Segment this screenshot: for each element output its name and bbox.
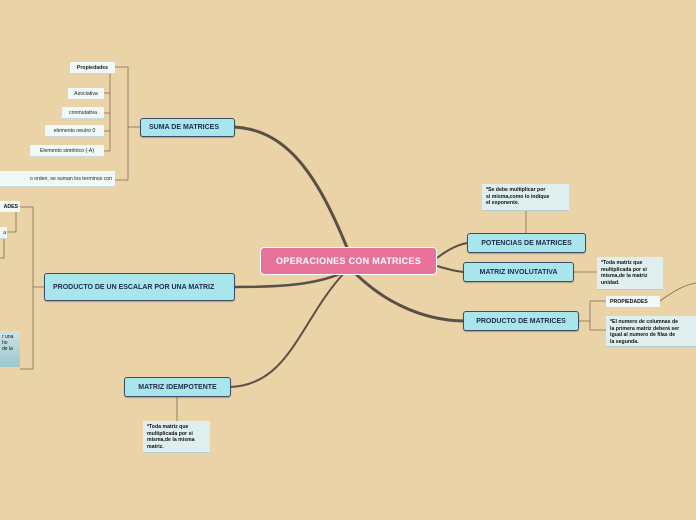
potencias-note-line-1: *Se debe multiplicar por [486,187,546,193]
escalar-note-clipped[interactable]: r una ho de la [0,331,20,367]
escalar-leaf-clipped[interactable]: a [0,227,7,238]
central-topic[interactable]: OPERACIONES CON MATRICES [260,247,437,275]
suma-de-matrices-node[interactable]: SUMA DE MATRICES [140,118,235,137]
potencias-de-matrices-node[interactable]: POTENCIAS DE MATRICES [467,233,586,253]
link-props-items [103,72,111,152]
producto-note[interactable]: *El numero de columnas de la primera mat… [606,316,696,346]
conmutativa-node[interactable]: conmutativa [62,107,104,118]
involutiva-note-line-2: multiplicada por si [601,266,647,273]
potencias-note-line-3: el exponente. [486,200,520,206]
idempotente-note-line-1: *Toda matriz que [147,424,189,430]
matriz-involutiva-node[interactable]: MATRIZ INVOLUTATIVA [463,262,574,282]
involutiva-note-line-1: *Toda matriz que [601,260,643,266]
link-central-idempotente [229,271,346,388]
involutiva-note-line-4: unidad. [601,279,620,286]
escalar-propiedades-clipped[interactable]: ADES [0,201,20,212]
producto-note-line-3: igual al numero de filas de [610,332,676,338]
link-central-suma [233,125,352,256]
producto-escalar-node[interactable]: PRODUCTO DE UN ESCALAR POR UNA MATRIZ [44,273,235,301]
idempotente-note[interactable]: *Toda matriz que multiplicada por si mis… [143,421,210,452]
link-escalar-left [20,206,44,370]
escalar-clip-line-3: de la [2,346,13,352]
involutiva-note[interactable]: *Toda matriz que multiplicada por si mis… [597,257,663,289]
elemento-neutro-node[interactable]: elemento neutro 0 [45,125,104,136]
link-suma-props [114,66,140,128]
elemento-simetrico-node[interactable]: Elemento simétrico (-A) [30,145,104,156]
idempotente-note-line-2: multiplicada por si [147,430,193,437]
link-propiedades-out [659,282,696,302]
matriz-idempotente-node[interactable]: MATRIZ IDEMPOTENTE [124,377,231,397]
involutiva-note-line-3: misma,de la matriz [601,273,648,279]
potencias-note-line-2: si misma,como lo indique [486,193,550,200]
producto-note-line-4: la segunda. [610,338,639,345]
producto-note-line-1: *El numero de columnas de [610,319,679,325]
escalar-clip-line-2: ho [2,340,8,346]
link-central-potencias [436,242,469,259]
escalar-clip-line-1: r una [2,334,14,340]
link-suma-note [115,127,129,181]
idempotente-note-line-4: matriz. [147,443,164,450]
suma-note-clipped[interactable]: o orden, se suman los terminos con [0,171,115,186]
link-central-involutiva [436,265,464,273]
producto-note-line-2: la primera matriz deberá ser [610,325,680,332]
link-central-producto [348,266,464,323]
link-producto-sub [579,300,606,331]
idempotente-note-line-3: misma,de la misma [147,437,195,443]
producto-propiedades-node[interactable]: PROPIEDADES [606,296,660,307]
asociativa-node[interactable]: Asociativa [68,88,104,99]
link-ades-sub [0,212,17,259]
producto-de-matrices-node[interactable]: PRODUCTO DE MATRICES [463,311,579,331]
suma-propiedades-node[interactable]: Propiedades [70,62,115,73]
potencias-note[interactable]: *Se debe multiplicar por si misma,como l… [482,184,569,210]
